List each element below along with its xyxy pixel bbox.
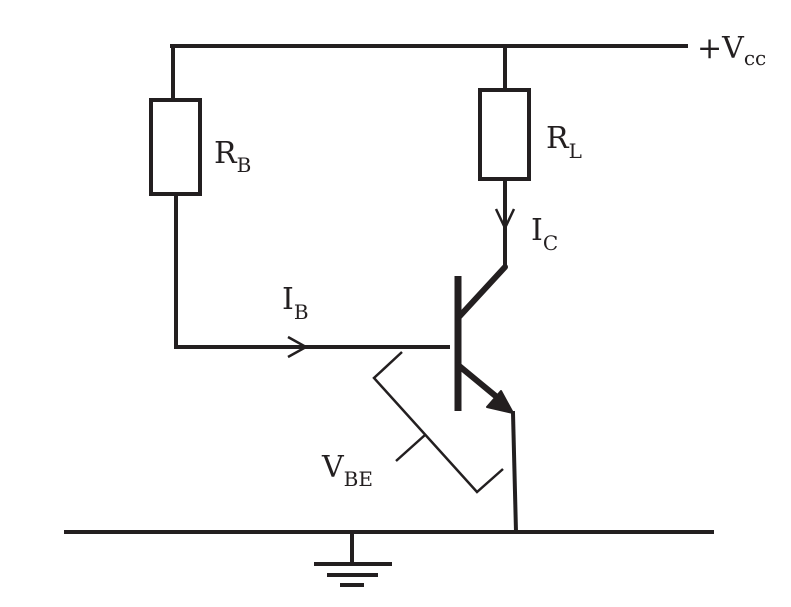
vbe-label: VBE xyxy=(321,450,373,491)
transistor-collector-lead xyxy=(455,264,508,321)
vcc-label: +Vcc xyxy=(697,31,766,70)
ic-label: IC xyxy=(531,213,558,255)
rb-label: RB xyxy=(214,136,251,177)
emitter-arrow-icon xyxy=(486,390,514,414)
ib-label: IB xyxy=(282,282,309,324)
rl-resistor xyxy=(478,88,531,181)
vbe-bracket xyxy=(372,351,504,494)
ground-icon xyxy=(314,562,392,587)
vbe-tick xyxy=(395,434,426,462)
rb-resistor xyxy=(149,98,202,196)
emitter-wire xyxy=(510,410,519,535)
rl-label: RL xyxy=(546,121,582,163)
ib-arrow-icon xyxy=(287,335,309,359)
ic-arrow-icon xyxy=(494,208,516,231)
transistor-emitter-lead xyxy=(455,362,501,401)
